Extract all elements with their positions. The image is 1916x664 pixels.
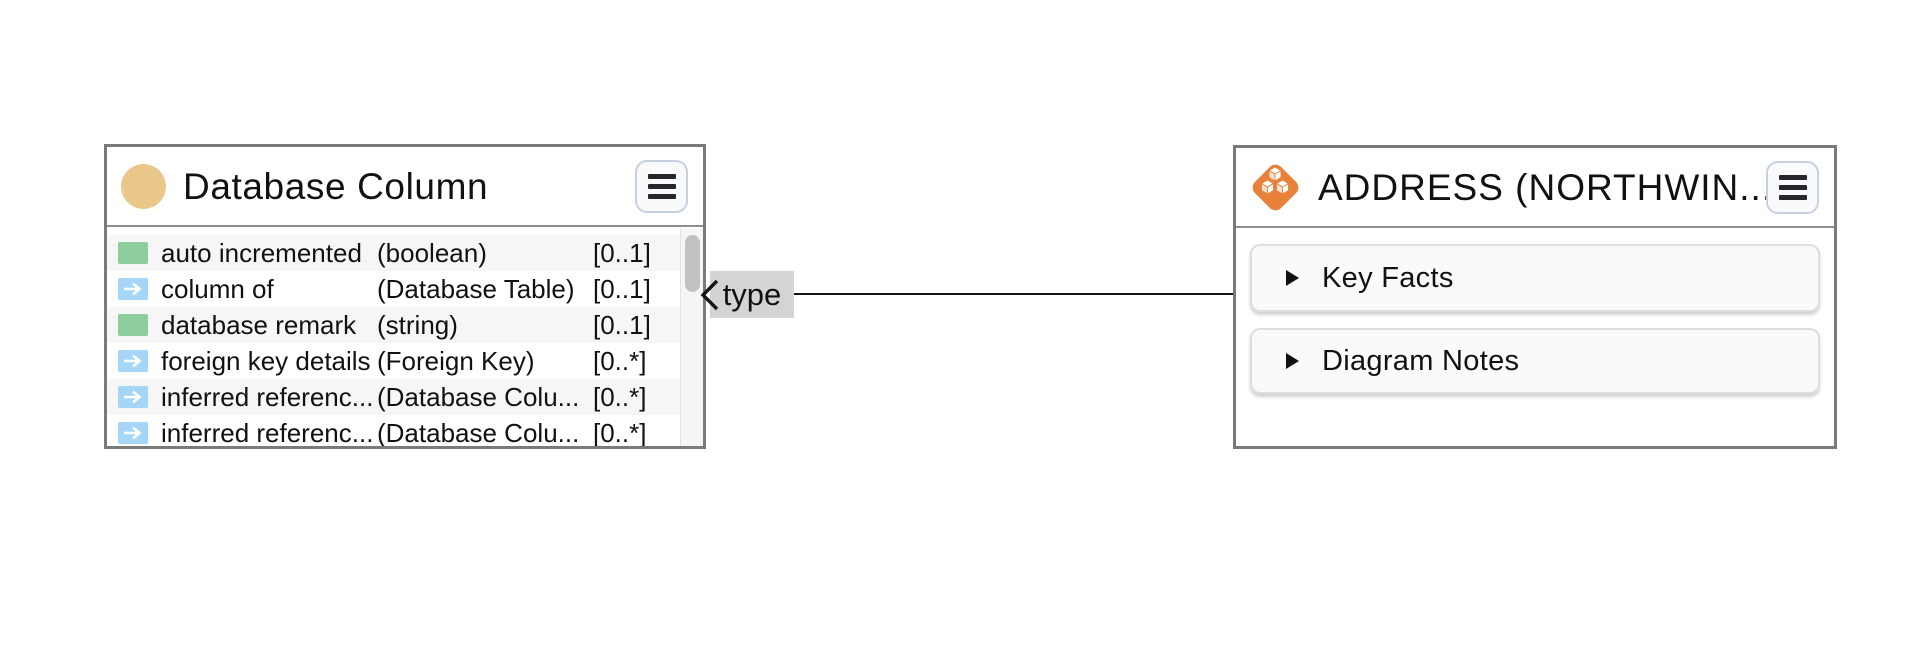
attribute-name: auto incremented xyxy=(161,238,362,268)
section-label: Key Facts xyxy=(1322,261,1454,294)
section-diagram-notes[interactable]: Diagram Notes xyxy=(1250,328,1820,394)
attribute-name: foreign key details xyxy=(161,346,371,376)
attribute-cardinality: [0..*] xyxy=(593,382,647,412)
attribute-name: inferred referenc... xyxy=(161,418,374,446)
node-title: Database Column xyxy=(183,166,489,207)
attribute-type: (Database Colu... xyxy=(377,418,580,446)
attribute-row[interactable]: auto incremented (boolean) [0..1] xyxy=(107,235,680,271)
attribute-list: auto incremented (boolean) [0..1] column… xyxy=(107,229,680,446)
hamburger-icon xyxy=(647,174,676,179)
attribute-name: column of xyxy=(161,274,274,304)
node-header: ADDRESS (NORTHWIN... xyxy=(1236,148,1834,228)
cubes-diamond-icon xyxy=(1252,164,1299,211)
edge-line[interactable] xyxy=(712,293,1234,295)
attribute-cardinality: [0..1] xyxy=(593,238,651,268)
node-header: Database Column xyxy=(107,147,703,227)
relation-arrow-icon xyxy=(118,350,148,372)
attribute-row[interactable]: inferred referenc... (Database Colu... [… xyxy=(107,379,680,415)
attribute-cardinality: [0..1] xyxy=(593,274,651,304)
node-menu-button[interactable] xyxy=(1766,161,1819,214)
attribute-type: (Foreign Key) xyxy=(377,346,535,376)
attribute-cardinality: [0..*] xyxy=(593,418,647,446)
relation-arrow-icon xyxy=(118,422,148,444)
node-menu-button[interactable] xyxy=(635,160,688,213)
hamburger-icon xyxy=(1778,175,1807,180)
attribute-type: (boolean) xyxy=(377,238,487,268)
attribute-icon xyxy=(118,242,148,264)
attribute-type: (Database Colu... xyxy=(377,382,580,412)
node-address-northwind[interactable]: ADDRESS (NORTHWIN... Key Facts Diagram N… xyxy=(1233,145,1837,449)
section-key-facts[interactable]: Key Facts xyxy=(1250,244,1820,312)
attribute-cardinality: [0..*] xyxy=(593,346,647,376)
edge-arrowhead-icon xyxy=(700,279,719,311)
class-circle-icon xyxy=(121,164,166,209)
collapsed-triangle-icon xyxy=(1286,270,1299,286)
node-database-column[interactable]: Database Column auto incremented (boolea… xyxy=(104,144,706,449)
node-title: ADDRESS (NORTHWIN... xyxy=(1318,167,1774,208)
edge-label[interactable]: type xyxy=(710,271,794,318)
scrollbar-track[interactable] xyxy=(680,229,703,446)
attribute-row[interactable]: column of (Database Table) [0..1] xyxy=(107,271,680,307)
attribute-icon xyxy=(118,314,148,336)
relation-arrow-icon xyxy=(118,278,148,300)
relation-arrow-icon xyxy=(118,386,148,408)
attribute-row[interactable]: foreign key details (Foreign Key) [0..*] xyxy=(107,343,680,379)
section-label: Diagram Notes xyxy=(1322,344,1520,377)
collapsed-triangle-icon xyxy=(1286,353,1299,369)
attribute-cardinality: [0..1] xyxy=(593,310,651,340)
attribute-name: inferred referenc... xyxy=(161,382,374,412)
scrollbar-thumb[interactable] xyxy=(685,235,700,292)
attribute-row[interactable]: inferred referenc... (Database Colu... [… xyxy=(107,415,680,446)
attribute-type: (Database Table) xyxy=(377,274,575,304)
attribute-name: database remark xyxy=(161,310,357,340)
attribute-row[interactable]: database remark (string) [0..1] xyxy=(107,307,680,343)
attribute-type: (string) xyxy=(377,310,458,340)
